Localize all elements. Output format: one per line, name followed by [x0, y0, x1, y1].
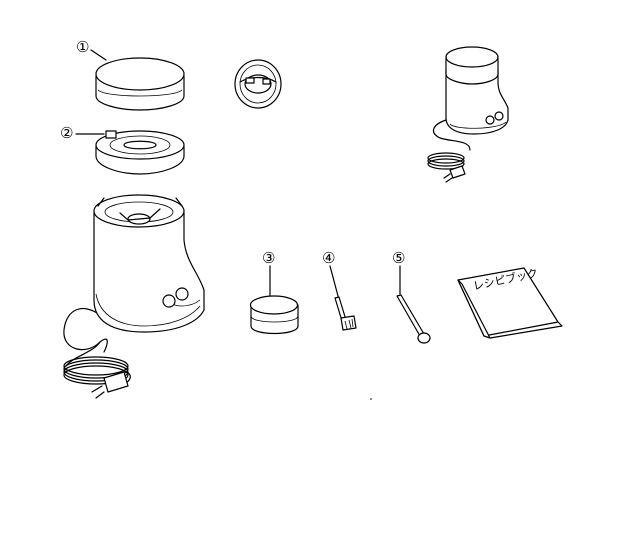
leader-line-part4 — [329, 265, 339, 297]
grinder-assembled-small — [445, 46, 509, 135]
cleaning-brush — [334, 296, 357, 331]
label-part3: ③ — [262, 249, 275, 267]
outer-lid — [95, 57, 185, 111]
label-part5: ⑤ — [392, 249, 405, 267]
leader-line-part1 — [90, 49, 107, 61]
label-part2: ② — [60, 124, 73, 142]
recipe-book: レシピブック — [457, 266, 563, 339]
label-part4: ④ — [322, 249, 335, 267]
power-cord-main — [63, 341, 131, 399]
storage-container — [249, 295, 299, 335]
lid-underside-view — [234, 59, 282, 109]
grinder-main-body — [63, 194, 205, 353]
measuring-spoon — [396, 294, 431, 344]
label-part1: ① — [76, 38, 89, 56]
inner-lid — [95, 130, 185, 175]
stray-dot — [370, 398, 372, 400]
power-cord-small — [427, 119, 471, 183]
